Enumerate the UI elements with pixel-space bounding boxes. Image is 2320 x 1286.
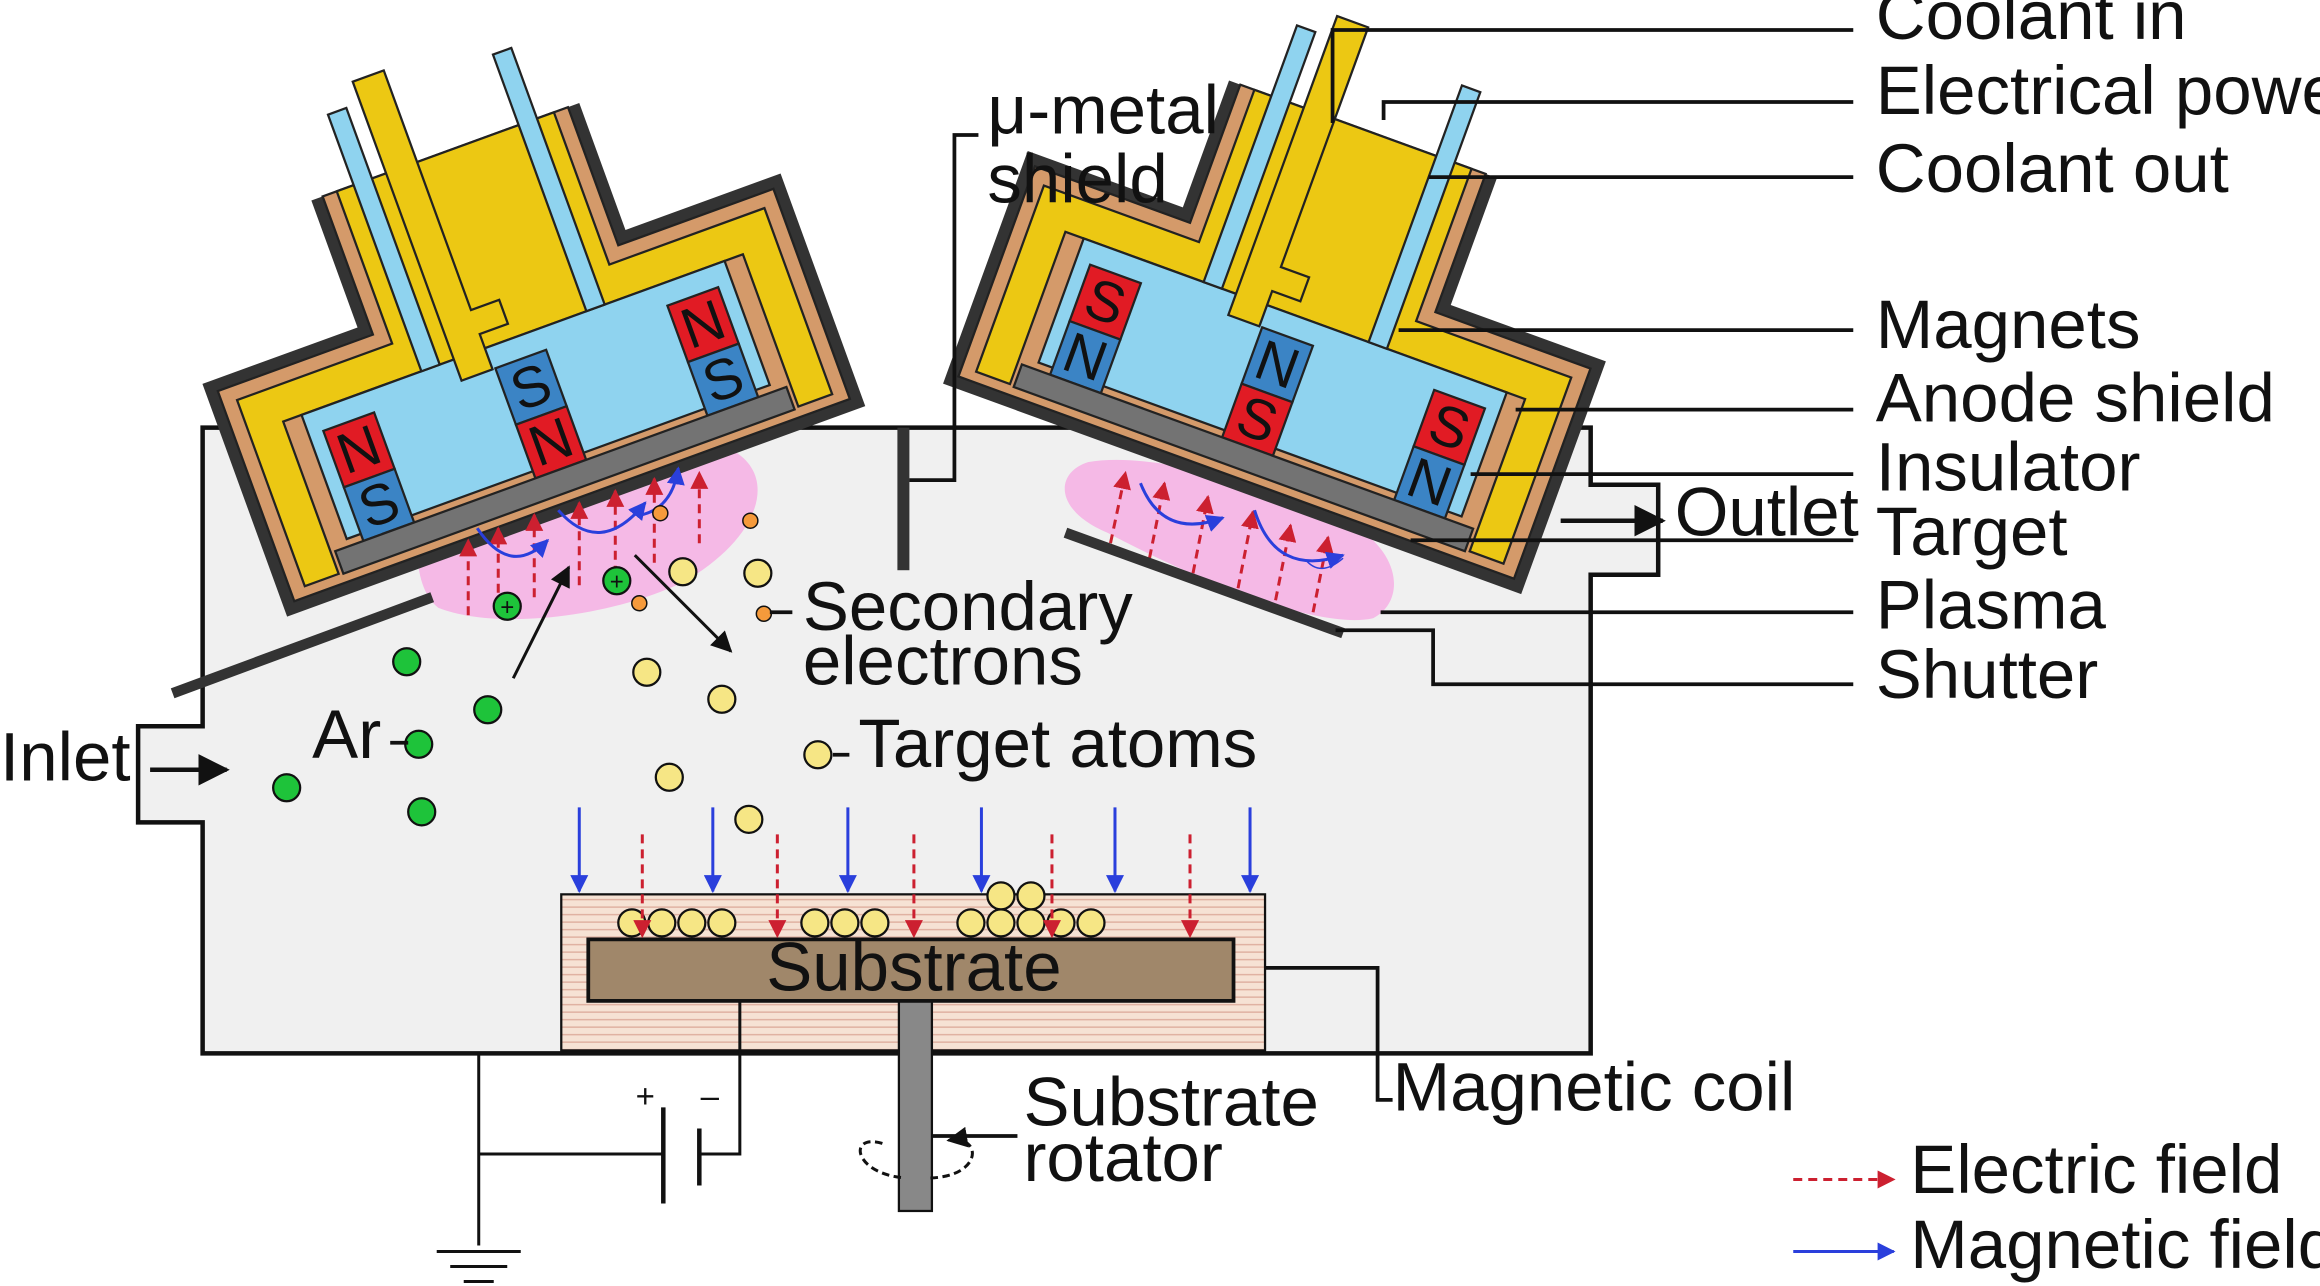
target-atom [743, 558, 773, 588]
deposited-atom [1016, 881, 1046, 911]
leader-lines [390, 28, 1854, 1138]
argon-ions: + + [492, 566, 632, 621]
secondary-electrons [631, 504, 773, 622]
argon-ion [492, 591, 522, 621]
argon-atom [473, 695, 503, 725]
ion-plus-sign: + [500, 594, 514, 621]
ion-path-arrow [511, 565, 571, 679]
secondary-electron [742, 512, 759, 529]
target-atom [654, 762, 684, 792]
ejection-arrow [633, 554, 733, 653]
label-anode-shield: Anode shield [1876, 360, 2275, 437]
deposited-atom [1076, 908, 1106, 938]
legend: Electric field Magnetic field [1793, 1131, 2320, 1283]
argon-atom [407, 797, 437, 827]
label-electrical-power: Electrical power [1876, 52, 2320, 129]
label-electrons: electrons [803, 622, 1083, 699]
substrate-rotator [897, 999, 934, 1213]
label-target-atoms: Target atoms [858, 705, 1257, 782]
deposited-atom [830, 908, 860, 938]
target-atom [803, 740, 833, 770]
argon-atom [392, 647, 422, 677]
label-mu-metal: μ-metal [987, 72, 1219, 149]
deposited-atom [986, 881, 1016, 911]
right-field-lines [1109, 470, 1345, 613]
ion-plus-sign: + [610, 569, 624, 596]
substrate-electric-field [633, 834, 1200, 939]
label-magnets: Magnets [1876, 286, 2141, 363]
plasma-right [1064, 459, 1394, 621]
label-secondary: Secondary [803, 568, 1133, 645]
argon-ion [602, 566, 632, 596]
target-atoms [632, 557, 833, 834]
target-atom [668, 557, 698, 587]
deposited-atom [707, 908, 737, 938]
substrate [586, 937, 1236, 1003]
right-shutter [1063, 527, 1345, 639]
label-coolant-out: Coolant out [1876, 130, 2229, 207]
deposited-atom [800, 908, 830, 938]
mu-metal-shield [897, 427, 910, 571]
label-target: Target [1876, 493, 2068, 570]
label-outlet: Outlet [1675, 474, 1859, 551]
bias-circuit [436, 1000, 742, 1283]
deposited-atom [677, 908, 707, 938]
argon-atom [272, 773, 302, 803]
left-shutter [170, 592, 435, 699]
battery-minus: – [701, 1077, 720, 1114]
left-field-lines [459, 466, 709, 616]
substrate-magnetic-field [570, 807, 1260, 894]
battery-plus: + [636, 1077, 655, 1114]
secondary-electron [755, 605, 773, 622]
label-insulator: Insulator [1876, 429, 2141, 506]
deposited-atoms [617, 881, 1106, 938]
rotation-arrow [858, 1140, 974, 1180]
argon-atoms [272, 647, 503, 827]
argon-atom [404, 729, 434, 759]
label-substrate-rotator-1: Substrate [1023, 1063, 1318, 1140]
label-substrate: Substrate [766, 928, 1061, 1005]
label-plasma: Plasma [1876, 567, 2107, 644]
label-shutter: Shutter [1876, 636, 2099, 713]
label-magnetic-coil: Magnetic coil [1393, 1048, 1796, 1125]
secondary-electron [631, 594, 648, 612]
label-substrate-rotator-2: rotator [1023, 1119, 1222, 1196]
label-shield: shield [987, 141, 1167, 218]
target-atom [707, 684, 737, 714]
legend-electric-label: Electric field [1910, 1131, 2282, 1208]
secondary-electron [652, 504, 669, 522]
target-atom [734, 804, 764, 834]
label-inlet: Inlet [0, 718, 130, 795]
labels: Coolant in Electrical power Coolant out … [0, 0, 2320, 1196]
deposited-atom [647, 908, 677, 938]
deposited-atom [956, 908, 986, 938]
label-ar: Ar [312, 696, 381, 773]
target-atom [632, 657, 662, 687]
deposited-atom [860, 908, 890, 938]
label-coolant-in: Coolant in [1876, 0, 2187, 54]
legend-magnetic-label: Magnetic field [1910, 1206, 2320, 1283]
